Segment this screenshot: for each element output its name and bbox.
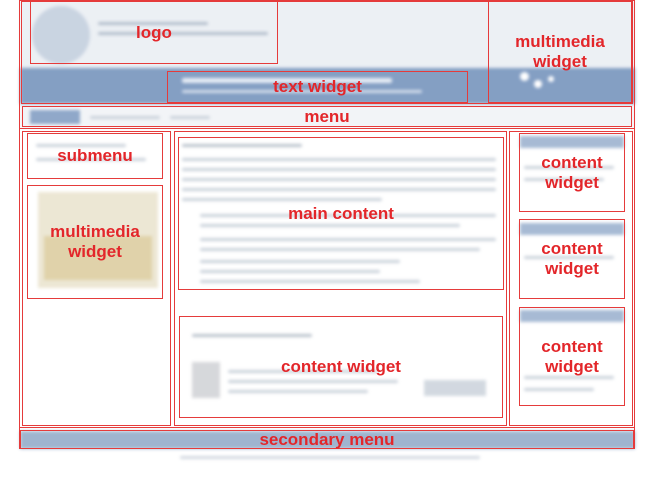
content-widget-3-label: content widget <box>541 336 603 376</box>
logo-region: logo <box>30 1 278 64</box>
multimedia-widget-left-label: multimedia widget <box>50 222 140 261</box>
partner-logo <box>424 380 486 396</box>
main-content: main content <box>178 137 504 290</box>
left-column <box>22 131 171 426</box>
menu: menu <box>22 106 632 127</box>
content-widget-1: content widget <box>519 133 625 212</box>
multimedia-widget-left: multimedia widget <box>27 185 163 299</box>
secondary-menu: secondary menu <box>20 430 634 449</box>
content-widget-2: content widget <box>519 219 625 299</box>
submenu-label: submenu <box>57 146 133 165</box>
submenu: submenu <box>27 133 163 179</box>
text-widget-label: text widget <box>273 77 362 96</box>
header-band <box>20 68 635 104</box>
secondary-menu-band <box>20 431 635 449</box>
content-widget-main-label: content widget <box>281 357 401 376</box>
menu-bg <box>20 106 635 128</box>
multimedia-widget-top: multimedia widget <box>488 1 632 103</box>
content-widget-1-label: content widget <box>541 152 603 192</box>
body-frame <box>19 128 635 428</box>
header-frame <box>21 1 633 104</box>
content-widget-3: content widget <box>519 307 625 406</box>
secondary-menu-label: secondary menu <box>259 429 395 449</box>
emblem-icon <box>32 6 90 64</box>
content-widget-2-label: content widget <box>541 239 603 278</box>
logo-label: logo <box>136 22 172 42</box>
main-content-label: main content <box>288 203 394 223</box>
text-widget: text widget <box>167 71 468 103</box>
multimedia-widget-top-label: multimedia widget <box>515 32 605 71</box>
right-column <box>509 131 633 426</box>
menu-label: menu <box>304 106 350 126</box>
portrait-image <box>192 362 220 398</box>
center-column <box>174 131 507 426</box>
content-widget-main: content widget <box>179 316 503 418</box>
